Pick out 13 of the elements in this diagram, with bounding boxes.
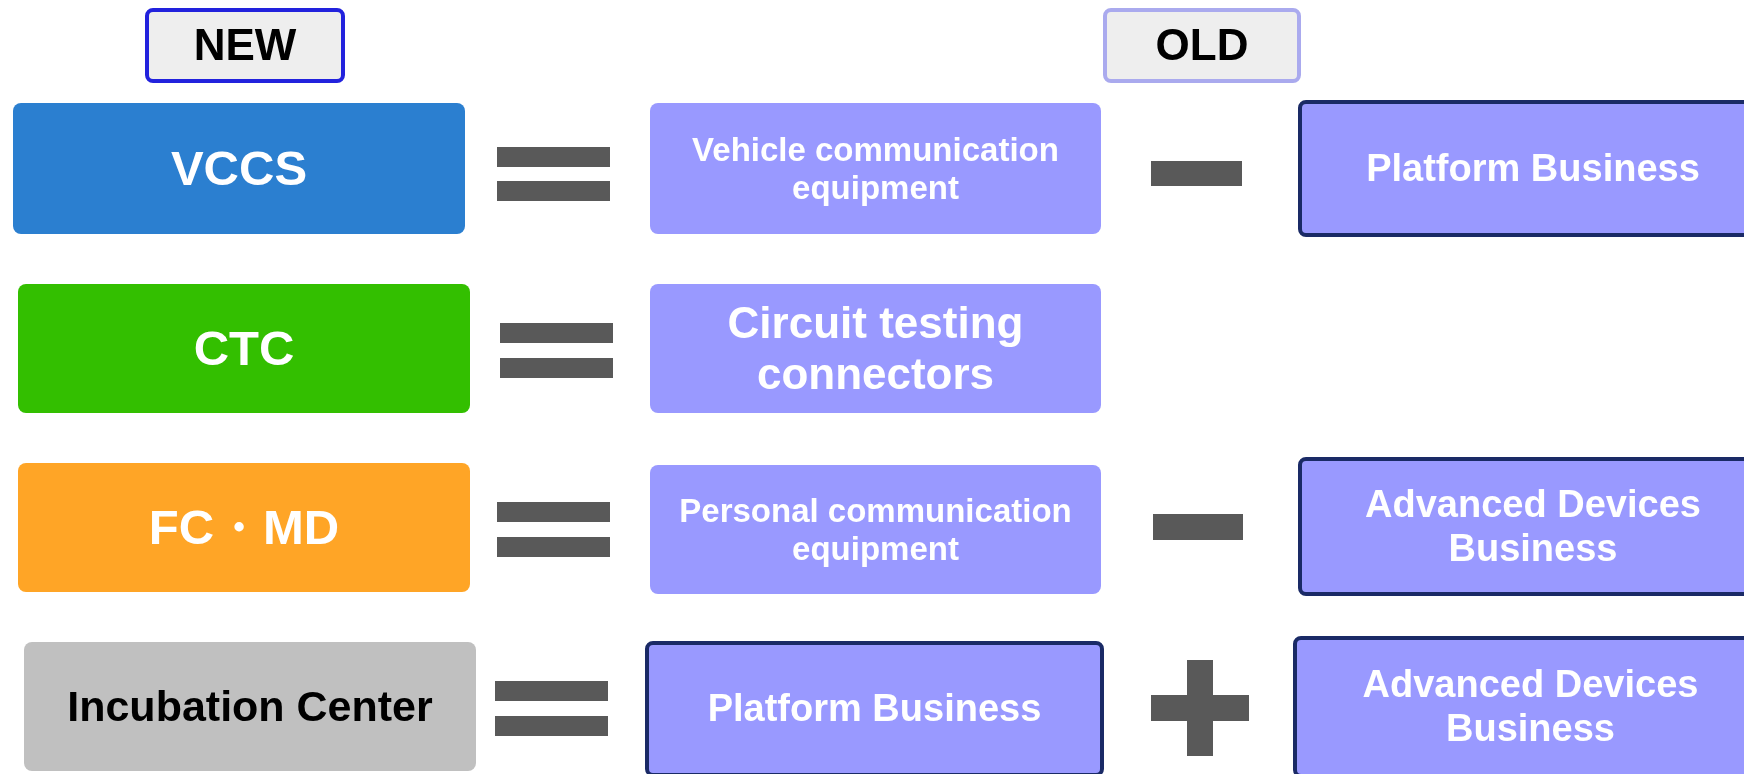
business-box: Platform Business [1298, 100, 1744, 237]
segment-box: CTC [18, 284, 470, 413]
segment-box: VCCS [13, 103, 465, 234]
business-box: Vehicle communication equipment [650, 103, 1101, 234]
business-box: Advanced Devices Business [1293, 636, 1744, 774]
segment-box: FC・MD [18, 463, 470, 592]
business-box: Advanced Devices Business [1298, 457, 1744, 596]
business-box: Platform Business [645, 641, 1104, 774]
segment-box: Incubation Center [24, 642, 476, 771]
business-box: Personal communication equipment [650, 465, 1101, 594]
header-label: NEW [145, 8, 345, 83]
header-label: OLD [1103, 8, 1301, 83]
business-box: Circuit testing connectors [650, 284, 1101, 413]
